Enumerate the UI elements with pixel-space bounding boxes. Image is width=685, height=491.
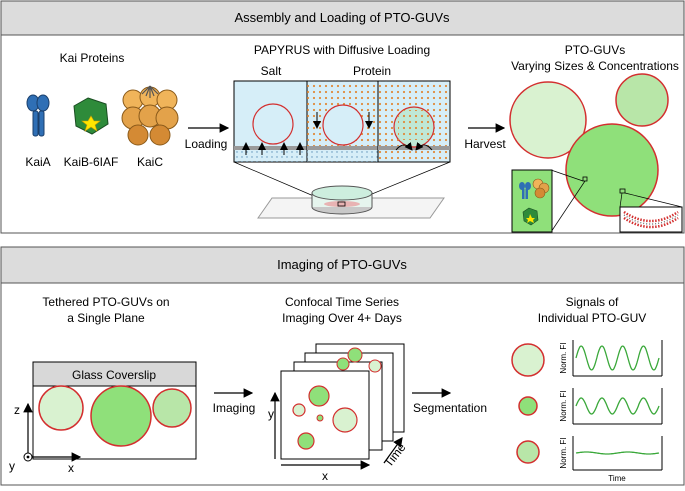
kai-proteins-title: Kai Proteins (60, 51, 125, 65)
signal-trace-2 (575, 397, 660, 415)
salt-label: Salt (261, 64, 282, 78)
signal-trace-1 (575, 345, 660, 371)
panel-imaging-header-bg (0, 246, 685, 284)
panel-assembly-header-bg (0, 0, 685, 36)
tethered-title-line2: a Single Plane (67, 311, 145, 325)
harvest-label: Harvest (464, 137, 506, 151)
guv-title-line2: Varying Sizes & Concentrations (511, 59, 679, 73)
papyrus-protein-frame-1 (306, 80, 379, 163)
panel-assembly-header: Assembly and Loading of PTO-GUVs (234, 10, 450, 25)
kaib-icon (73, 97, 109, 135)
guv-signal-1 (511, 343, 545, 377)
kaib-label: KaiB-6IAF (64, 155, 119, 169)
papyrus-title: PAPYRUS with Diffusive Loading (254, 43, 430, 57)
coverslip-scene (32, 361, 197, 460)
signal-plot-1 (572, 340, 663, 377)
norm-fi-label-1: Norm. FI (559, 342, 568, 373)
guv-signal-2 (518, 396, 538, 416)
tethered-title-line1: Tethered PTO-GUVs on (42, 295, 169, 309)
signal-plot-3 (572, 436, 663, 471)
axis-x-label: x (68, 461, 74, 475)
protein-label: Protein (353, 64, 391, 78)
papyrus-protein-frame-2 (377, 80, 451, 163)
kaia-icon (26, 94, 50, 137)
guv-signal-3 (516, 440, 540, 464)
guv-title-line1: PTO-GUVs (565, 43, 625, 57)
papyrus-salt-frame (233, 80, 308, 163)
panel-imaging-header: Imaging of PTO-GUVs (277, 257, 407, 272)
coverslip-label: Glass Coverslip (72, 368, 156, 382)
signal-plot-2 (572, 388, 663, 425)
kaic-label: KaiC (137, 155, 163, 169)
time-axis-label: Time (608, 474, 626, 483)
segmentation-label: Segmentation (413, 401, 487, 415)
loading-label: Loading (185, 137, 228, 151)
norm-fi-label-2: Norm. FI (559, 390, 568, 421)
image-stack (270, 343, 405, 470)
signals-title-line2: Individual PTO-GUV (538, 311, 647, 325)
xyz-axes (23, 402, 82, 462)
axis-z-label: z (14, 403, 20, 417)
signal-trace-3 (575, 451, 660, 455)
axis-y-label: y (9, 459, 15, 473)
guv-large-light (509, 81, 587, 159)
signals-title-line1: Signals of (566, 295, 619, 309)
norm-fi-label-3: Norm. FI (559, 437, 568, 468)
guv-large-dark (565, 123, 659, 217)
kaic-icon (121, 85, 179, 146)
stack-y-label: y (268, 407, 274, 421)
confocal-title-line2: Imaging Over 4+ Days (282, 311, 402, 325)
membrane-inset (619, 206, 683, 233)
dish-on-slide (257, 185, 445, 219)
panel-assembly: Assembly and Loading of PTO-GUVs Kai Pro… (0, 0, 685, 234)
kaia-label: KaiA (25, 155, 50, 169)
stack-x-label: x (322, 469, 328, 483)
guv-interior-inset (511, 169, 553, 233)
panel-imaging: Imaging of PTO-GUVs Tethered PTO-GUVs on… (0, 246, 685, 486)
guv-small-mid (615, 73, 669, 127)
imaging-label: Imaging (213, 401, 256, 415)
confocal-title-line1: Confocal Time Series (285, 295, 399, 309)
